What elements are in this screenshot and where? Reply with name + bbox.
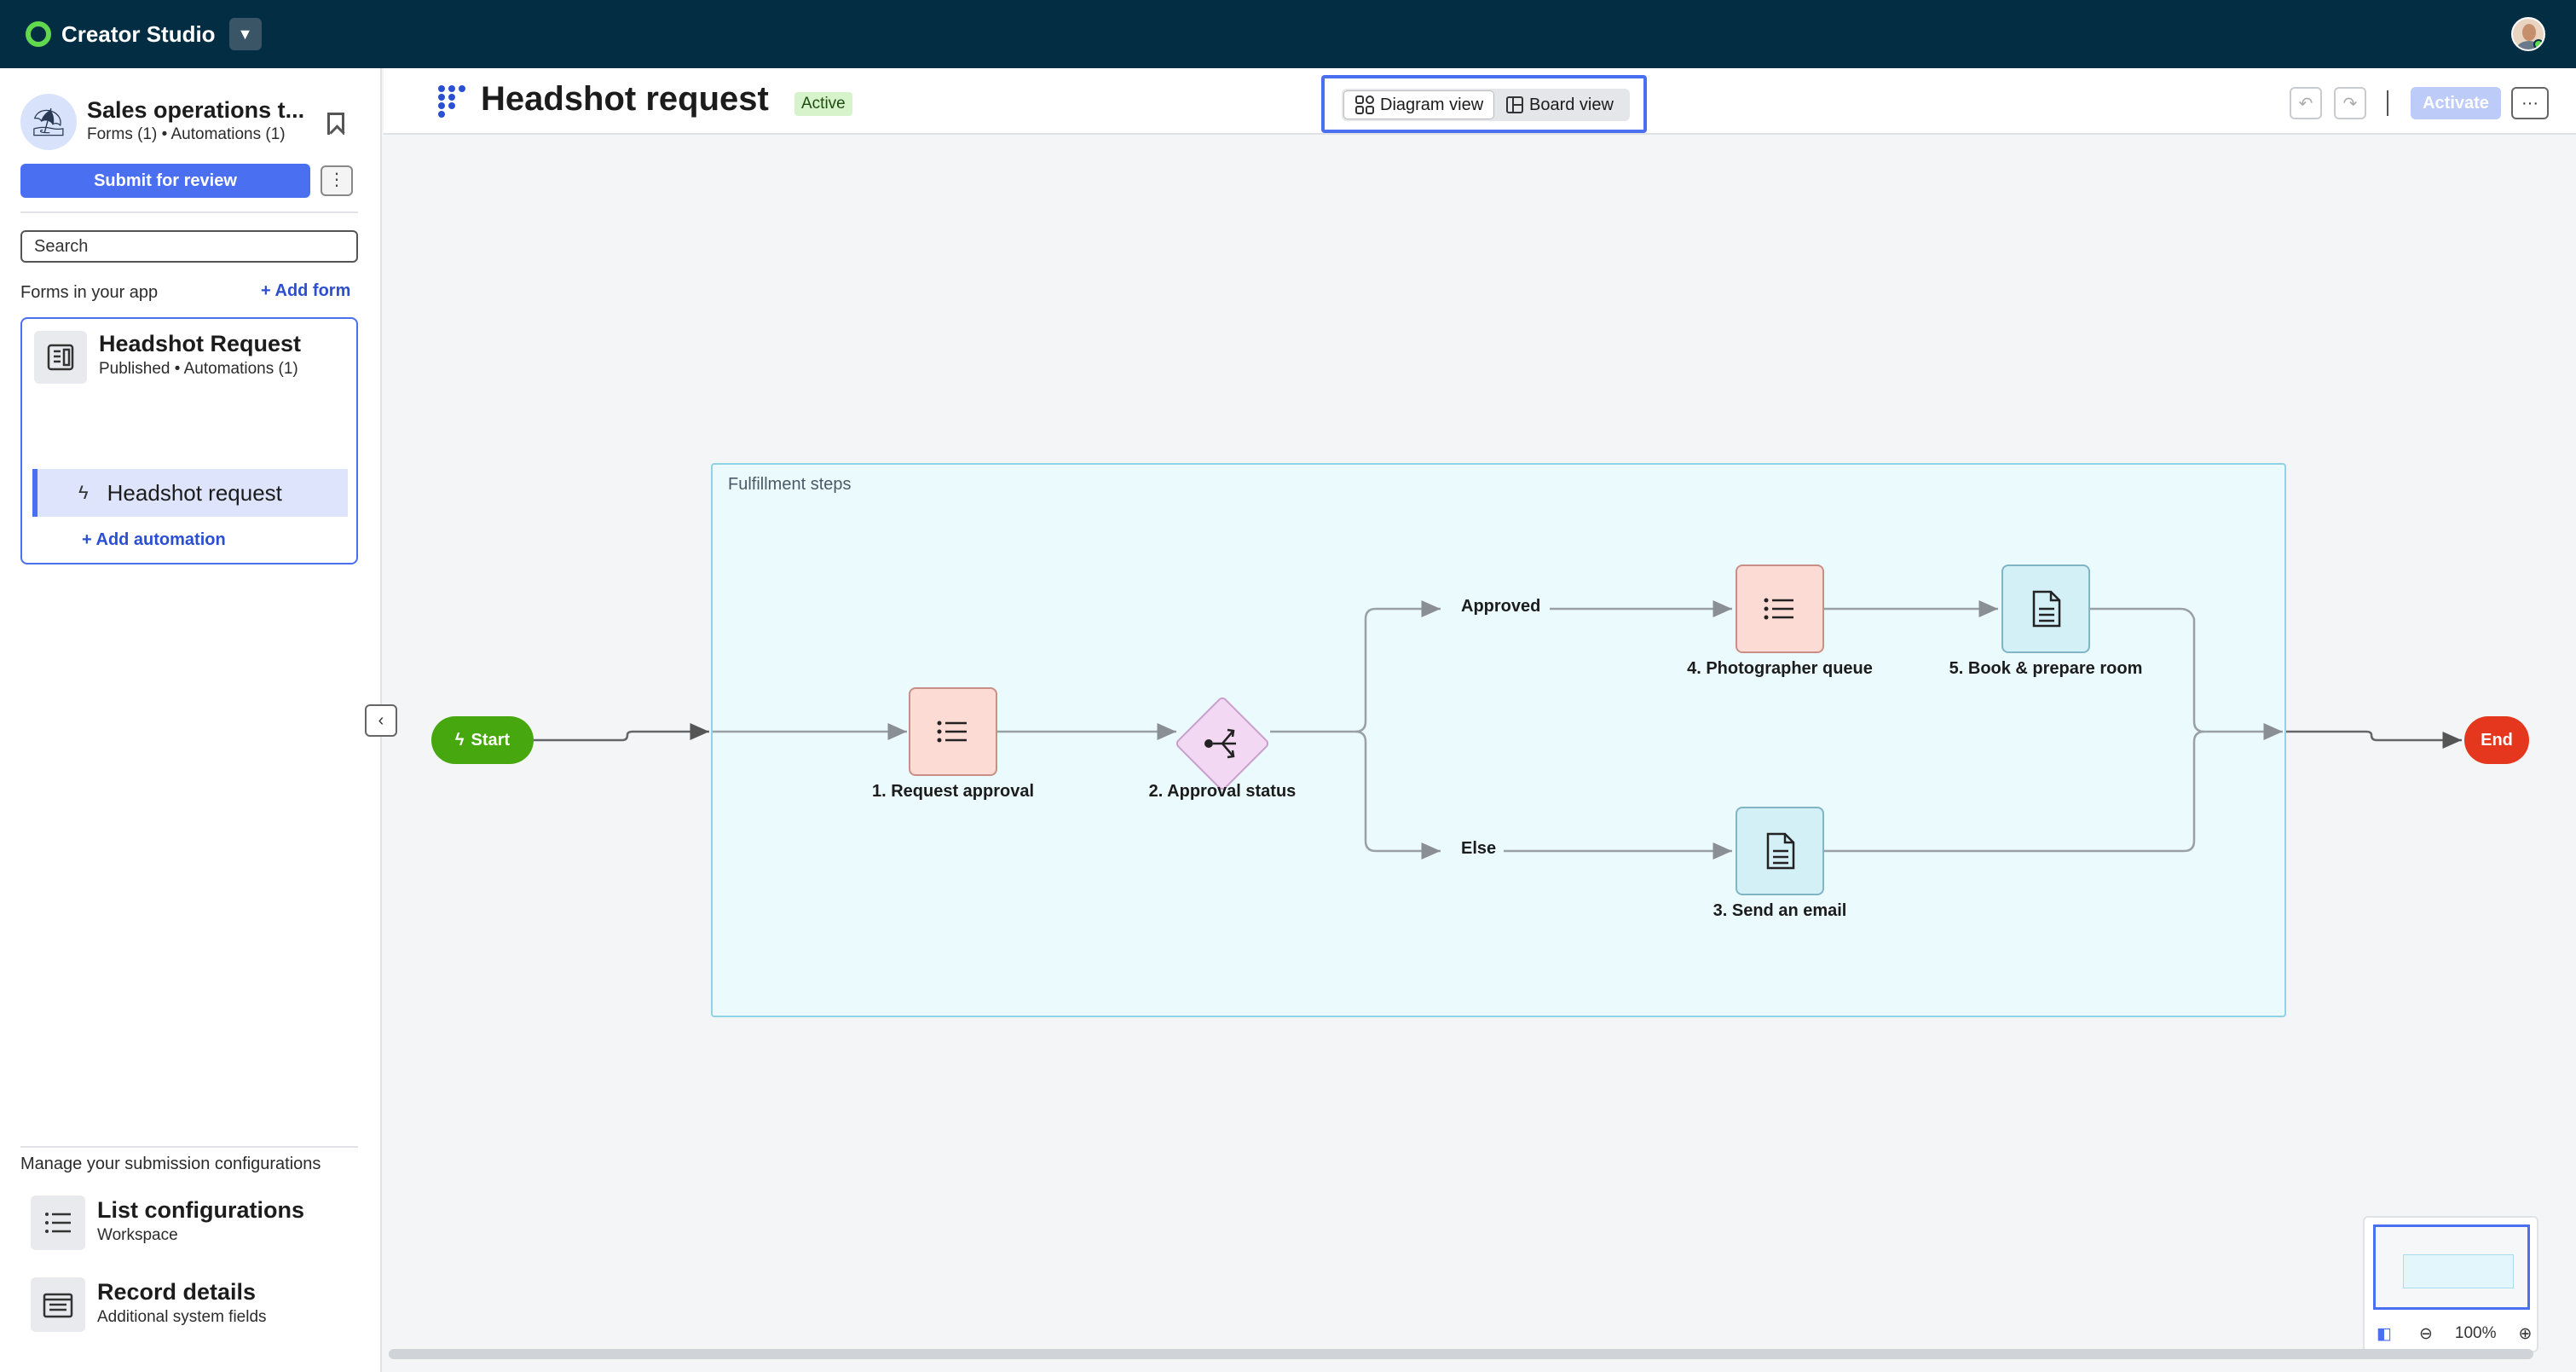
bookmark-icon[interactable]	[327, 113, 344, 135]
view-toggle: Diagram view Board view	[1321, 75, 1647, 133]
branch-label-else: Else	[1461, 839, 1497, 858]
activate-button[interactable]: Activate	[2411, 87, 2501, 119]
automation-flow-icon	[435, 85, 465, 118]
workspace-app-meta: Forms (1) • Automations (1)	[87, 125, 286, 143]
record-card-icon	[31, 1277, 85, 1332]
zoom-level: 100%	[2454, 1324, 2497, 1342]
sidebar-item-headshot-request-automation[interactable]: ϟ Headshot request	[32, 469, 348, 517]
undo-button[interactable]: ↶	[2290, 87, 2322, 119]
divider	[20, 1146, 358, 1148]
list-icon	[937, 721, 967, 743]
node-label: 2. Approval status	[1148, 782, 1297, 801]
group-label: Fulfillment steps	[728, 475, 852, 494]
node-label: 3. Send an email	[1713, 901, 1847, 920]
page-title: Headshot request	[481, 80, 769, 118]
redo-button[interactable]: ↷	[2334, 87, 2366, 119]
app-header: ⛱ Sales operations t... Forms (1) • Auto…	[20, 94, 317, 150]
lightning-bolt-icon: ϟ	[454, 730, 465, 750]
end-node[interactable]: End	[2464, 716, 2529, 764]
forms-section-label: Forms in your app	[20, 283, 159, 302]
form-icon	[34, 331, 87, 384]
chevron-left-icon: ‹	[378, 710, 384, 730]
book-prepare-room-node[interactable]	[2001, 564, 2090, 653]
diagram-edges	[534, 600, 2462, 860]
automation-label: Headshot request	[107, 479, 282, 506]
add-automation-link[interactable]: + Add automation	[82, 530, 226, 549]
main-header: Headshot request Active Diagram view Bo	[384, 68, 2576, 135]
zoom-out-icon[interactable]: ⊖	[2418, 1324, 2433, 1343]
more-options-button[interactable]: ⋮	[321, 165, 353, 196]
diagram-icon	[1355, 96, 1374, 114]
redo-icon: ↷	[2342, 94, 2358, 113]
workspace-app-name: Sales operations t...	[87, 97, 305, 123]
node-label: 5. Book & prepare room	[1949, 659, 2143, 678]
node-label: 4. Photographer queue	[1687, 659, 1873, 678]
collapse-sidebar-button[interactable]: ‹	[365, 704, 397, 737]
app-name: Creator Studio	[61, 20, 216, 47]
sidebar: ⛱ Sales operations t... Forms (1) • Auto…	[0, 68, 382, 1372]
node-label: 1. Request approval	[871, 782, 1035, 801]
caret-down-icon: ▼	[237, 25, 253, 43]
minimap-viewport[interactable]	[2373, 1224, 2530, 1310]
lightning-bolt-icon: ϟ	[78, 482, 89, 503]
config-name: Record details	[97, 1279, 257, 1305]
beach-umbrella-icon: ⛱	[20, 94, 77, 150]
config-name: List configurations	[97, 1197, 304, 1223]
user-avatar[interactable]	[2511, 17, 2545, 51]
form-card[interactable]: Headshot Request Published • Automations…	[20, 317, 358, 564]
start-node[interactable]: ϟ Start	[431, 716, 534, 764]
board-icon	[1506, 96, 1523, 113]
tab-board-view[interactable]: Board view	[1495, 90, 1624, 119]
online-status-icon	[2533, 39, 2544, 49]
toolbar-divider	[2387, 90, 2388, 116]
status-badge: Active	[794, 92, 852, 116]
config-sub: Workspace	[97, 1226, 178, 1244]
brand-logo-icon	[26, 21, 51, 47]
tab-diagram-view[interactable]: Diagram view	[1343, 90, 1495, 119]
form-meta: Published • Automations (1)	[99, 360, 298, 378]
minimap-toggle-icon[interactable]: ◧	[2377, 1324, 2392, 1343]
divider	[20, 211, 358, 213]
document-icon	[1766, 832, 1795, 870]
send-an-email-node[interactable]	[1736, 807, 1824, 895]
sidebar-item-list-configurations[interactable]: List configurations Workspace	[31, 1195, 363, 1255]
form-name: Headshot Request	[99, 331, 302, 356]
search-input[interactable]: Search	[20, 230, 358, 263]
add-form-link[interactable]: + Add form	[261, 281, 351, 300]
branch-label-approved: Approved	[1461, 597, 1541, 616]
brand[interactable]: Creator Studio	[26, 21, 216, 48]
horizontal-scrollbar[interactable]	[389, 1349, 2533, 1359]
document-icon	[2032, 590, 2061, 628]
diagram-canvas[interactable]: Fulfillment steps ϟ	[384, 136, 2576, 1372]
manage-configurations-label: Manage your submission configurations	[20, 1155, 321, 1173]
undo-icon: ↶	[2298, 94, 2313, 113]
top-bar: Creator Studio ▼	[0, 0, 2576, 68]
request-approval-node[interactable]	[909, 687, 997, 776]
sidebar-item-record-details[interactable]: Record details Additional system fields	[31, 1277, 363, 1337]
config-sub: Additional system fields	[97, 1308, 267, 1326]
minimap[interactable]: ◧ ⊖ 100% ⊕	[2363, 1216, 2538, 1352]
submit-for-review-button[interactable]: Submit for review	[20, 164, 310, 198]
list-icon	[31, 1195, 85, 1250]
zoom-in-icon[interactable]: ⊕	[2518, 1324, 2533, 1343]
photographer-queue-node[interactable]	[1736, 564, 1824, 653]
more-actions-button[interactable]: ···	[2511, 87, 2549, 119]
list-icon	[1764, 598, 1793, 620]
app-switcher-dropdown[interactable]: ▼	[228, 18, 262, 50]
branch-split-icon	[1200, 721, 1245, 766]
